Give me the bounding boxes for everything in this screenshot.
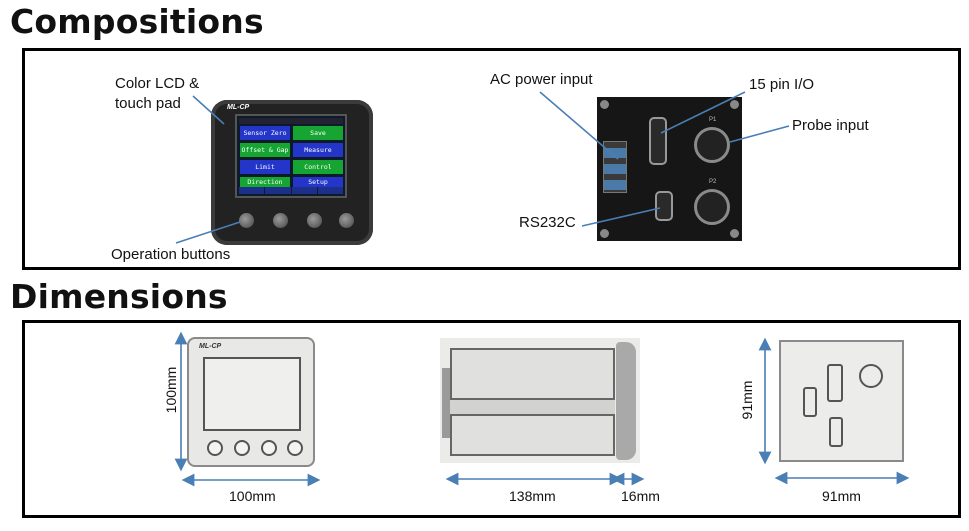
softkey [239,187,265,194]
front-view-drawing: ML-CP [187,337,315,467]
lcd-label-line1: Color LCD & [115,75,200,92]
operation-button-4 [339,213,354,228]
operation-button-1 [239,213,254,228]
operation-button-2 [273,213,288,228]
rs232c-label: RS232C [519,214,576,231]
front-width-label: 100mm [229,488,276,504]
pin-io-label: 15 pin I/O [749,76,815,93]
io-15pin-connector [649,117,667,165]
back-view-io-connector [827,364,843,402]
back-view-drawing [779,340,904,462]
probe-input-port-2 [694,189,730,225]
lcd-label-line2: touch pad [115,95,181,112]
probe-input-label: Probe input [792,117,869,134]
screen-button-direction: Direction [240,177,290,187]
screen-button-save: Save [293,126,343,140]
side-view-rail [450,398,615,416]
operation-button-3 [307,213,322,228]
back-width-label: 91mm [822,488,861,504]
front-view-brand: ML-CP [199,343,222,350]
screen-button-sensor-zero: Sensor Zero [240,126,290,140]
terminal-clamp [604,164,626,174]
screen-button-limit: Limit [240,160,290,174]
front-view-knob [261,440,277,456]
rear-bolt [730,100,739,109]
front-height-label: 100mm [163,366,179,414]
operation-buttons-label: Operation buttons [111,246,231,263]
front-view-knob [287,440,303,456]
screen-button-control: Control [293,160,343,174]
probe1-marking: P1 [709,117,717,123]
probe-input-port-1 [694,127,730,163]
back-view-db-connector [829,417,843,447]
softkey [265,187,291,194]
probe2-marking: P2 [709,179,717,185]
screen-button-offset-gap: Offset & Gap [240,143,290,157]
compositions-title: Compositions [10,2,264,41]
ac-power-terminal [603,141,627,193]
rs232c-connector [655,191,673,221]
front-view-screen [203,357,301,431]
screen-softkey-bar [239,187,343,194]
softkey [291,187,317,194]
terminal-clamp [604,180,626,190]
side-view-bezel [616,342,636,460]
controller-rear-photo: P1 P2 [597,97,742,241]
device-brand: ML-CP [227,104,250,111]
side-view-drawing [440,338,640,463]
front-view-knob [207,440,223,456]
rear-bolt [600,100,609,109]
front-view-knob [234,440,250,456]
dimensions-title: Dimensions [10,277,228,316]
side-view-rear-connector [442,368,450,438]
softkey [317,187,343,194]
screen-button-setup: Setup [293,177,343,187]
side-depth-label: 16mm [621,488,660,504]
screen-status-bar [239,118,343,124]
controller-front-photo: ML-CP Sensor Zero Save Offset & Gap Meas… [211,100,373,245]
side-length-label: 138mm [509,488,556,504]
rear-bolt [600,229,609,238]
ac-power-input-label: AC power input [490,71,593,88]
back-view-probe-port [859,364,883,388]
screen-button-measure: Measure [293,143,343,157]
back-height-label: 91mm [739,380,755,420]
color-lcd-screen: Sensor Zero Save Offset & Gap Measure Li… [235,114,347,198]
rear-bolt [730,229,739,238]
terminal-clamp [604,148,626,158]
back-view-rs232c [803,387,817,417]
